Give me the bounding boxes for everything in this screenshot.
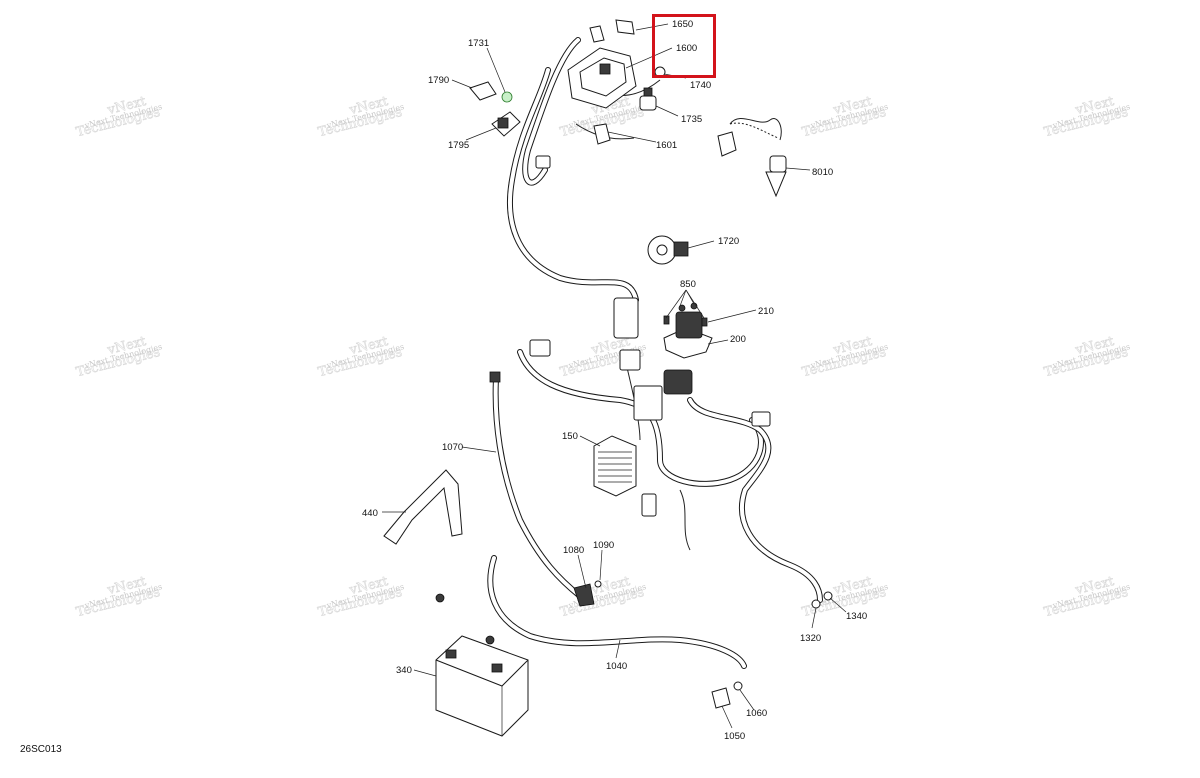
callout-labels: 1650 1600 1740 1731 1790 1795 1735 1601 … <box>362 19 867 742</box>
screw-1320[interactable] <box>811 599 821 609</box>
callout-1080[interactable]: 1080 <box>563 545 584 556</box>
callout-1735[interactable]: 1735 <box>681 114 702 125</box>
ecu-module[interactable] <box>567 19 637 109</box>
regulator-150[interactable] <box>593 435 637 497</box>
wiring-harness <box>507 37 823 603</box>
callout-1060[interactable]: 1060 <box>746 708 767 719</box>
callout-210[interactable]: 210 <box>758 306 774 317</box>
callout-1090[interactable]: 1090 <box>593 540 614 551</box>
cap-1720[interactable] <box>647 235 689 265</box>
solenoid-200[interactable] <box>663 302 713 359</box>
highlight-box <box>652 14 716 78</box>
callout-8010[interactable]: 8010 <box>812 167 833 178</box>
leader-lines <box>382 23 847 729</box>
callout-1600[interactable]: 1600 <box>676 43 697 54</box>
callout-1790[interactable]: 1790 <box>428 75 449 86</box>
callout-1040[interactable]: 1040 <box>606 661 627 672</box>
battery-cable-1070[interactable] <box>489 371 583 599</box>
diagram-code: 26SC013 <box>20 744 62 755</box>
bolt-1050[interactable] <box>711 687 731 709</box>
washer-1060[interactable] <box>733 681 743 691</box>
connector-plug <box>529 155 771 517</box>
callout-1340[interactable]: 1340 <box>846 611 867 622</box>
callout-1650[interactable]: 1650 <box>672 19 693 30</box>
clip-1790[interactable] <box>469 81 497 101</box>
callout-1731[interactable]: 1731 <box>468 38 489 49</box>
bracket-1795[interactable] <box>491 111 521 137</box>
callout-850[interactable]: 850 <box>680 279 696 290</box>
nut-1090[interactable] <box>594 580 602 588</box>
battery-340[interactable] <box>435 593 529 737</box>
callout-1320[interactable]: 1320 <box>800 633 821 644</box>
sensor-1601[interactable] <box>593 123 611 145</box>
callout-1720[interactable]: 1720 <box>718 236 739 247</box>
bolt-1080[interactable] <box>573 583 595 607</box>
battery-cable-1040[interactable] <box>487 555 747 669</box>
callout-440[interactable]: 440 <box>362 508 378 519</box>
callout-1070[interactable]: 1070 <box>442 442 463 453</box>
callout-150[interactable]: 150 <box>562 431 578 442</box>
clip-1731[interactable] <box>501 91 513 103</box>
callout-1050[interactable]: 1050 <box>724 731 745 742</box>
callout-340[interactable]: 340 <box>396 665 412 676</box>
callout-1740[interactable]: 1740 <box>690 80 711 91</box>
tether-cord-8010[interactable] <box>717 118 787 198</box>
battery-strap-440[interactable] <box>383 469 463 545</box>
callout-200[interactable]: 200 <box>730 334 746 345</box>
sensor-1735[interactable] <box>639 87 657 111</box>
callout-1795[interactable]: 1795 <box>448 140 469 151</box>
callout-1601[interactable]: 1601 <box>656 140 677 151</box>
